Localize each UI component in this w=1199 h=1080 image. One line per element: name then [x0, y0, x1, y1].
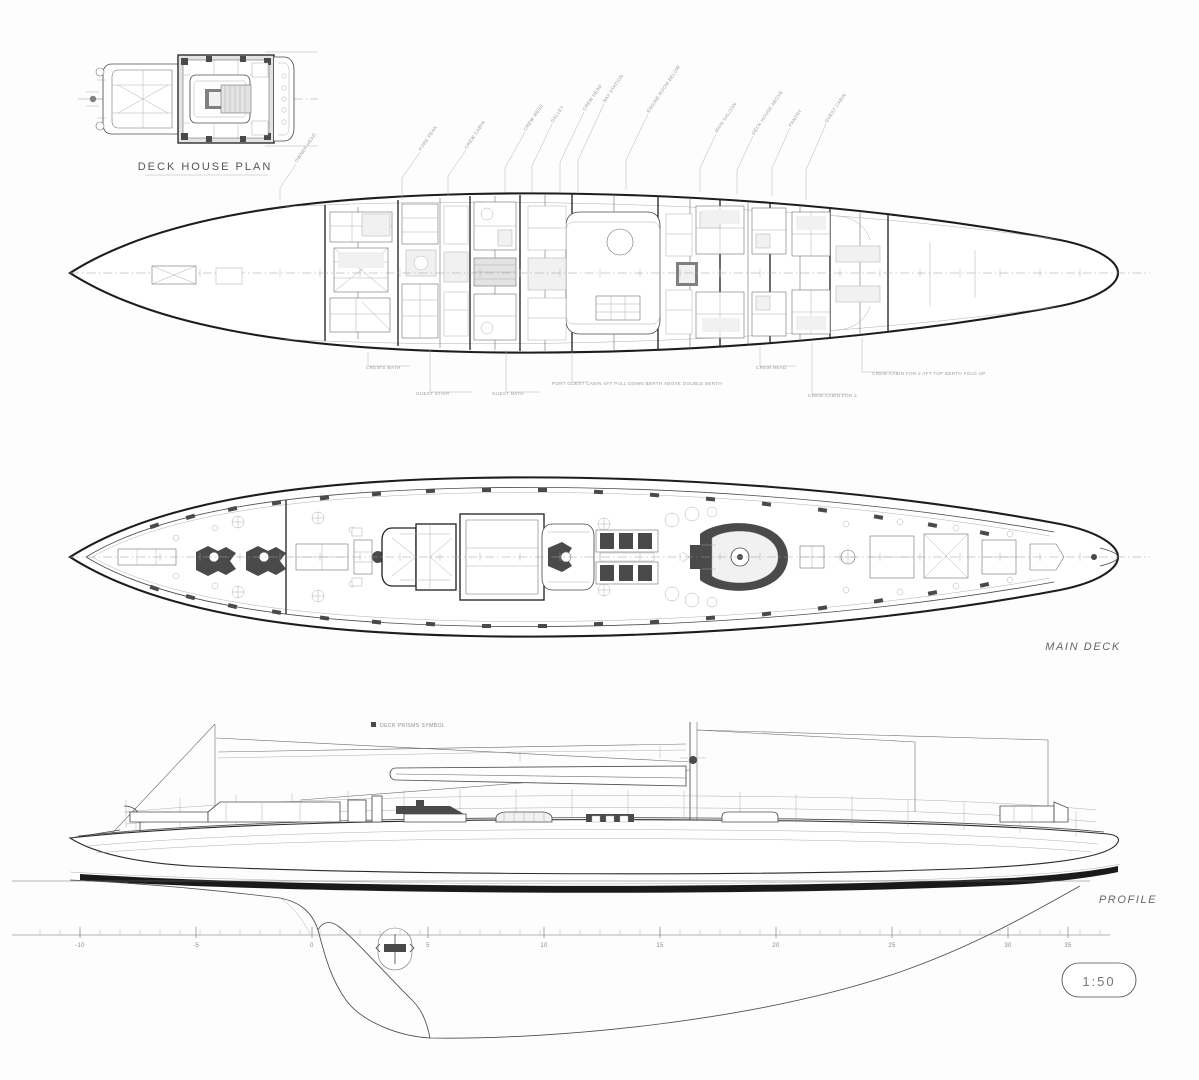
deckhouse-main-box	[177, 54, 275, 144]
accom-label-bottom-3: PORT GUEST CABIN AFT PULL DOWN BERTH ABO…	[552, 381, 722, 386]
accommodation-galley	[401, 203, 469, 339]
view-deck-house-plan: DECK HOUSE PLAN	[78, 51, 318, 176]
deck-house-plan-caption: DECK HOUSE PLAN	[138, 161, 273, 173]
accommodation-berths	[338, 210, 826, 332]
profile-propeller-detail	[375, 927, 415, 971]
view-profile: DECK PRISMS SYMBOL	[12, 722, 1157, 1039]
accom-label-top-5: NAV STATION	[602, 73, 625, 103]
scale-major-ticks	[79, 927, 1069, 938]
accom-label-bottom-0: CREW'S BATH	[366, 365, 400, 370]
profile-deck-prisms-note: DECK PRISMS SYMBOL	[371, 722, 445, 729]
accommodation-interior	[179, 194, 1091, 351]
main-deck-stern-detail	[1091, 547, 1119, 567]
accommodation-top-labels: FORE PEAK CREW CABIN CREW MESS GALLEY CR…	[279, 64, 847, 200]
scale-tick-5: 15	[656, 943, 664, 949]
accom-label-top-2: CREW MESS	[523, 103, 544, 132]
profile-caption: PROFILE	[1099, 894, 1157, 906]
scale-tick-labels: -10 -5 0 5 10 15 20 25 30 35	[75, 943, 1072, 949]
deck-prisms-symbol-label: DECK PRISMS SYMBOL	[380, 723, 445, 729]
accommodation-heads	[473, 201, 517, 341]
accommodation-bottom-labels: CREW'S BATH GUEST STAIR GUEST BATH PORT …	[366, 338, 986, 398]
profile-hull	[68, 789, 1121, 893]
accommodation-end-details	[151, 242, 976, 306]
main-deck-stanchions	[149, 488, 990, 628]
scale-tick-3: 5	[426, 943, 430, 949]
accom-label-top-1: CREW CABIN	[464, 120, 486, 150]
profile-underwater-body	[12, 879, 1090, 1039]
scale-badge: 1:50	[1061, 962, 1137, 998]
accommodation-pantry	[676, 262, 698, 286]
scale-tick-8: 30	[1004, 943, 1012, 949]
accom-label-bottom-6: CREW CABIN FOR 2 AFT TOP BERTH FOLD UP	[872, 371, 986, 376]
accom-label-top-4: CREW HEAD	[582, 83, 604, 112]
scale-badge-label: 1:50	[1082, 974, 1115, 989]
accom-label-top-9: PANTRY	[788, 108, 803, 127]
profile-rigging	[102, 722, 1049, 844]
main-deck-caption: MAIN DECK	[1045, 641, 1121, 653]
main-deck-aft-fittings	[799, 518, 1065, 596]
accom-label-top-8: DECK HOUSE ABOVE	[751, 90, 784, 136]
accom-label-top-10: GUEST CABIN	[824, 92, 847, 123]
main-deck-helm	[681, 523, 788, 591]
scale-tick-0: -10	[75, 943, 85, 949]
accommodation-forward-cabins	[329, 211, 393, 333]
accom-label-bottom-4: CREW HEAD	[756, 365, 787, 370]
profile-station-scale: -10 -5 0 5 10 15 20 25 30 35	[12, 927, 1110, 949]
accom-label-top-6: ENGINE ROOM BELOW	[646, 64, 682, 114]
scale-tick-4: 10	[540, 943, 548, 949]
accom-label-top-3: GALLEY	[550, 104, 565, 123]
main-deck-details	[85, 486, 1065, 628]
accom-label-top-0: FORE PEAK	[418, 124, 439, 151]
scale-tick-1: -5	[193, 943, 199, 949]
accom-label-top-11: OWNER HEAD	[294, 132, 318, 164]
scale-tick-2: 0	[310, 943, 314, 949]
deckhouse-forward-structure	[86, 63, 179, 135]
accom-label-bottom-2: GUEST BATH	[492, 391, 524, 396]
accommodation-main-saloon	[527, 205, 693, 341]
accom-label-bottom-5: CREW CABIN FOR 2	[808, 393, 857, 398]
view-main-deck-plan: MAIN DECK	[68, 476, 1150, 653]
scale-minor-ticks	[39, 930, 1101, 935]
deck-prism-symbol-icon	[371, 722, 376, 727]
profile-boot-stripe	[80, 866, 1118, 893]
scale-tick-9: 35	[1064, 943, 1072, 949]
accom-label-bottom-1: GUEST STAIR	[416, 391, 450, 396]
accom-label-top-7: MAIN SALOON	[714, 102, 738, 134]
profile-deck-structures	[129, 795, 1069, 823]
deckhouse-aft-coaming	[274, 56, 295, 142]
main-deck-centreline	[70, 553, 1150, 561]
scale-tick-7: 25	[888, 943, 896, 949]
scale-tick-6: 20	[772, 943, 780, 949]
